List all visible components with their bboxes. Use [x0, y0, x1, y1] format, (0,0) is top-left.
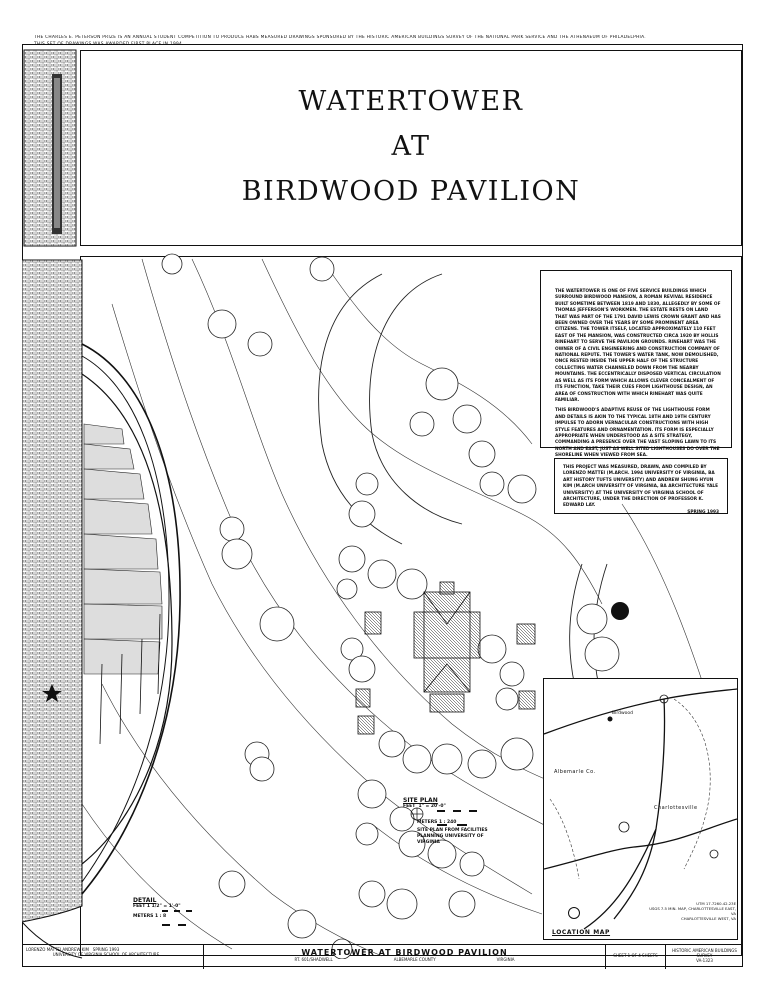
title-line-1: WATERTOWER: [298, 86, 524, 117]
site-plan-drawing: [22, 49, 723, 959]
title-block-agency: HISTORIC AMERICAN BUILDINGS SURVEY VA-13…: [666, 945, 743, 969]
title-line-2: AT: [391, 131, 431, 162]
credits-date: SPRING 1993: [687, 509, 719, 515]
map-north-arrow-icon: [568, 907, 580, 919]
site-plan-label: SITE PLAN FEET 1" = 20'-0" METERS 1 : 24…: [403, 798, 523, 846]
location-map-drawing: [543, 688, 738, 930]
map-note-3: CHARLOTTESVILLE WEST, VA: [681, 916, 736, 921]
description-box: THE WATERTOWER IS ONE OF FIVE SERVICE BU…: [540, 270, 732, 458]
credits-box: THIS PROJECT WAS MEASURED, DRAWN, AND CO…: [554, 458, 728, 515]
description-text: THE WATERTOWER IS ONE OF FIVE SERVICE BU…: [555, 289, 721, 403]
credits-text: THIS PROJECT WAS MEASURED, DRAWN, AND CO…: [563, 465, 719, 509]
site-plan-feet: FEET: [403, 804, 416, 809]
site-plan-title: SITE PLAN: [403, 797, 438, 804]
detail-label: DETAIL FEET 1 1/2" = 1'-0" METERS 1 : 8: [133, 898, 223, 920]
map-note-1: UTM 17.7260.42.23E: [696, 901, 736, 906]
project-name: WATERTOWER AT BIRDWOOD PAVILION: [301, 948, 508, 957]
drawn-date: SPRING 1993: [92, 947, 120, 952]
project-address: RT. 601/SHADWELL: [294, 957, 333, 962]
site-plan-scale-feet: 1" = 20'-0": [418, 804, 446, 809]
location-map-notes: UTM 17.7260.42.23E USGS 7.5 MIN. MAP, CH…: [646, 901, 740, 921]
map-label-birdwood: Birdwood: [612, 711, 634, 716]
site-plan-meters: METERS 1 : 240: [417, 820, 457, 825]
sheet-number: SHEET 1 OF 4 SHEETS: [613, 953, 658, 958]
project-state: VIRGINIA: [496, 957, 515, 962]
site-plan-source: SITE PLAN FROM FACILITIES PLANNING UNIVE…: [417, 828, 488, 845]
header-note-1: THE CHARLES E. PETERSON PRIZE IS AN ANNU…: [34, 35, 646, 40]
map-note-2: USGS 7.5 MIN. MAP, CHARLOTTESVILLE EAST,…: [649, 906, 736, 916]
title-box: [80, 50, 742, 246]
description-text-2: THIS BIRDWOOD'S ADAPTIVE REUSE OF THE LI…: [555, 408, 720, 459]
project-county: ALBEMARLE COUNTY: [393, 957, 436, 962]
location-map-title: LOCATION MAP: [552, 929, 611, 936]
habs-number: VA-1323: [696, 958, 713, 963]
title-block-drawn: LORENZO MATTEI ANDREW KIM SPRING 1993 UN…: [22, 945, 204, 969]
detail-scale-feet: 1 1/2" = 1'-0": [146, 904, 181, 909]
title-line-3: BIRDWOOD PAVILION: [241, 176, 581, 207]
detail-feet: FEET: [133, 904, 146, 909]
detail-title: DETAIL: [133, 897, 157, 904]
title-block-project: WATERTOWER AT BIRDWOOD PAVILION RT. 601/…: [204, 945, 606, 969]
detail-meters: METERS 1 : 8: [133, 914, 167, 919]
watertower-marker: [611, 602, 629, 620]
school-name: UNIVERSITY OF VIRGINIA SCHOOL OF ARCHITE…: [52, 952, 160, 957]
map-label-albemarle: Albemarle Co.: [554, 769, 596, 775]
location-map: Birdwood Albemarle Co. Charlottesville U…: [543, 678, 738, 940]
title-block-sheet: SHEET 1 OF 4 SHEETS: [606, 945, 666, 969]
title-block: LORENZO MATTEI ANDREW KIM SPRING 1993 UN…: [22, 944, 743, 969]
map-label-charlottesville: Charlottesville: [654, 805, 698, 811]
agency-name: HISTORIC AMERICAN BUILDINGS SURVEY: [672, 948, 737, 958]
drawn-by: LORENZO MATTEI ANDREW KIM: [26, 947, 89, 952]
